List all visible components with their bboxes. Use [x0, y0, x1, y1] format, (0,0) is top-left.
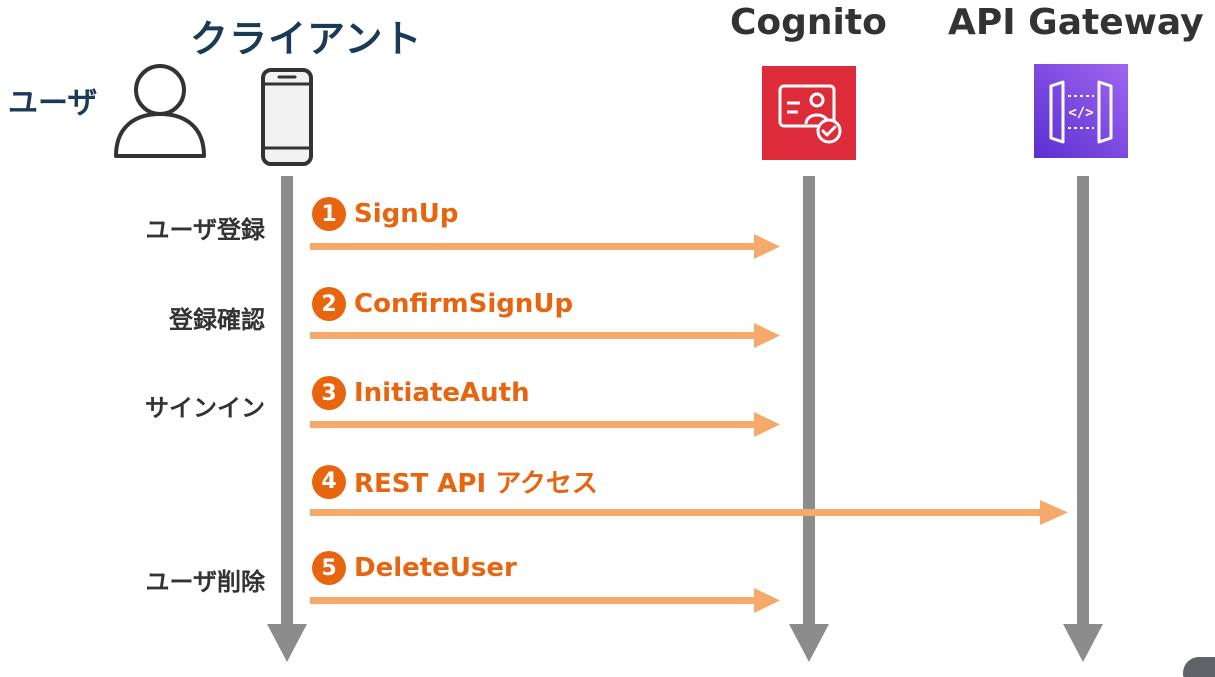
cognito-icon: [762, 66, 856, 160]
arrow-step-1: [310, 234, 780, 259]
step-label: DeleteUser: [354, 553, 517, 583]
step-number-badge: 2: [312, 287, 346, 321]
step-label: InitiateAuth: [354, 378, 530, 408]
arrow-step-2: [310, 323, 780, 348]
user-header: ユーザ: [8, 86, 98, 121]
cognito-lifeline: [789, 176, 829, 662]
user-icon: [114, 64, 206, 158]
phase-label-sign-in: サインイン: [145, 394, 265, 422]
phase-label-registration-confirm: 登録確認: [169, 306, 265, 334]
corner-badge[interactable]: [1183, 657, 1215, 677]
smartphone-icon: [261, 68, 313, 166]
arrow-step-5: [310, 588, 780, 613]
arrow-step-4: [310, 500, 1068, 525]
step-number-badge: 4: [312, 464, 346, 499]
step-label: ConfirmSignUp: [354, 289, 574, 319]
step-2: 2 ConfirmSignUp: [312, 287, 573, 321]
step-4: 4 REST API アクセス: [312, 463, 598, 500]
client-header: クライアント: [190, 17, 423, 61]
client-lifeline: [267, 176, 307, 662]
step-label: REST API アクセス: [354, 469, 598, 499]
api-gateway-lifeline: [1063, 176, 1103, 662]
phase-label-user-registration: ユーザ登録: [145, 216, 265, 244]
phase-label-user-delete: ユーザ削除: [145, 568, 265, 596]
cognito-header: Cognito: [730, 2, 887, 43]
api-gateway-header: API Gateway: [948, 2, 1204, 43]
api-gateway-icon: </>: [1034, 64, 1128, 158]
step-5: 5 DeleteUser: [312, 551, 517, 585]
step-3: 3 InitiateAuth: [312, 376, 530, 410]
step-label: SignUp: [354, 199, 459, 229]
step-number-badge: 3: [312, 376, 346, 410]
step-number-badge: 5: [312, 551, 346, 585]
svg-text:</>: </>: [1068, 105, 1093, 121]
arrow-step-3: [310, 412, 780, 437]
step-number-badge: 1: [312, 197, 346, 231]
step-1: 1 SignUp: [312, 197, 458, 231]
